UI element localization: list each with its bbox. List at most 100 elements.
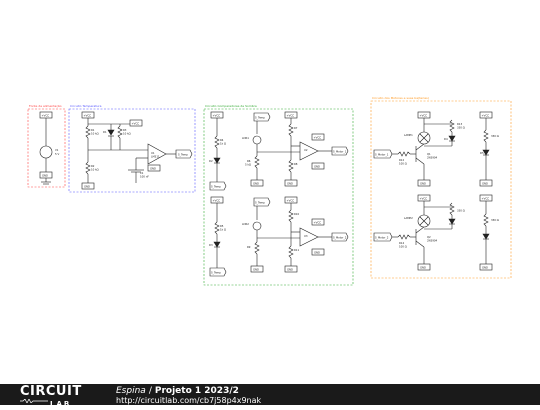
light-section-box [203, 108, 354, 286]
motor-r-led-1-value: 330 Ω [491, 134, 499, 138]
light-r6-pot [254, 155, 260, 169]
light-gnd-label-2: GND [287, 182, 293, 186]
v1-label: V1 [55, 148, 59, 152]
q1-label: Q1 [427, 152, 431, 156]
q2-label: Q2 [427, 235, 431, 239]
r9-label: R9 [247, 245, 251, 249]
temp-gnd-tag-2 [147, 164, 161, 172]
light-vcc-label-2: +VCC [287, 114, 295, 118]
temp-vcc-label: +VCC [84, 114, 92, 118]
light-gnd-tag-4 [250, 265, 264, 273]
footer-bar: CIRCUIT LAB Espina/Projeto 1 2023/2 http… [0, 384, 540, 408]
light-r9-pot [254, 241, 260, 255]
temp-section-title: Circuito Temperatura [70, 104, 102, 108]
q1-type: 2N3904 [427, 156, 438, 160]
r3-value: 10 kΩ [123, 132, 131, 136]
light-vcc-label-4: +VCC [213, 199, 221, 203]
d4-label: D4 [444, 137, 448, 141]
r14-label: R14 [399, 241, 404, 245]
temp-section-box [68, 108, 196, 193]
light-gnd-label-6: GND [314, 251, 320, 255]
light-r5-resistor [214, 221, 220, 235]
light-stemp-label-1: S_Temp [211, 185, 221, 189]
u3-label: U3 [304, 234, 308, 238]
r11-label: R11 [294, 248, 299, 252]
light-vcc-label-5: +VCC [287, 199, 295, 203]
motor-r12-resistor [397, 151, 411, 157]
power-gnd-label: GND [42, 174, 48, 178]
light-section-title: Circuito Comparadores de Sombra [205, 104, 257, 108]
motor-smotor2-label: S_Motor_2 [375, 236, 389, 240]
light-vcc-label-6: +VCC [314, 221, 322, 225]
light-stemp-tag-3 [209, 267, 227, 277]
voltage-source-v1 [39, 145, 53, 159]
motor-gnd-tag-3 [417, 263, 431, 271]
u2-label: U2 [304, 148, 308, 152]
d5-label: D5 [480, 151, 484, 155]
logo-lab-text: LAB [50, 400, 72, 408]
r5-label: R5 [220, 224, 224, 228]
temp-vcc-label-2: +VCC [132, 122, 140, 126]
c1-label: C1 [140, 171, 144, 175]
light-stemp-label-3: S_Temp [211, 271, 221, 275]
v1-value: 5 V [55, 152, 59, 156]
motor-gnd-label-4: GND [482, 266, 488, 270]
r1-label: R1 [91, 128, 95, 132]
r8-label: R8 [294, 162, 298, 166]
d1-label: D1 [103, 130, 107, 134]
light-motor1-tag [331, 146, 349, 156]
motor-smotor2-tag [373, 232, 393, 242]
temp-r3-resistor [117, 125, 123, 139]
motor-vcc-label-2: +VCC [482, 114, 490, 118]
light-gnd-label-3: GND [314, 165, 320, 169]
temp-r2-resistor [85, 161, 91, 175]
motor-gnd-tag-2 [479, 179, 493, 187]
light-r7-resistor [288, 123, 294, 137]
light-gnd-tag-6 [311, 248, 325, 256]
motor-vcc-label-3: +VCC [420, 197, 428, 201]
light-gnd-tag-5 [284, 265, 298, 273]
light-gnd-label-4: GND [253, 268, 259, 272]
r6-label: R6 [247, 159, 251, 163]
r13-value: 330 Ω [457, 126, 465, 130]
motor-r15-resistor [449, 202, 455, 216]
comparator-u3 [299, 227, 319, 247]
logo-wave-icon [20, 399, 48, 403]
comparator-u1 [147, 143, 167, 165]
motor-d6-led [448, 218, 456, 225]
light-d2-led [213, 157, 221, 164]
r14-value: 100 Ω [399, 245, 407, 249]
r6-value: 5 kΩ [245, 163, 251, 167]
light-stemp-tag-1 [209, 181, 227, 191]
lamp1-label: LAMP1 [404, 133, 413, 137]
motor-section-box [370, 100, 512, 279]
motor-d7-led [482, 233, 490, 240]
c1-value: 100 nF [140, 175, 149, 179]
motor-vcc-label-4: +VCC [482, 197, 490, 201]
temp-gnd-label-2: GND [150, 167, 156, 171]
footer-url-link[interactable]: http://circuitlab.com/cb7j58p4x9nak [116, 396, 262, 405]
footer-title: Espina/Projeto 1 2023/2 [116, 386, 239, 396]
motor-r-led-2 [483, 213, 489, 227]
temp-gnd-label-1: GND [84, 185, 90, 189]
light-gnd-tag-2 [284, 179, 298, 187]
footer-author-link[interactable]: Espina [116, 386, 146, 396]
light-gnd-tag-1 [250, 179, 264, 187]
r4-value: 1k Ω [220, 142, 226, 146]
light-motor2-tag [331, 232, 349, 242]
schematic-canvas: Fonte de alimentação Circuito Temperatur… [27, 96, 512, 286]
u1-label: U1 [151, 151, 155, 155]
r1-value: 10 kΩ [91, 132, 99, 136]
light-gnd-tag-3 [311, 162, 325, 170]
light-d3-led [213, 241, 221, 248]
r7-label: R7 [294, 126, 298, 130]
motor-d4-led [448, 135, 456, 142]
light-gnd-label-5: GND [287, 268, 293, 272]
motor-r13-resistor [449, 119, 455, 133]
ldr1-sensor [252, 135, 262, 145]
motor-smotor1-label: S_Motor_1 [375, 153, 389, 157]
power-section-title: Fonte de alimentação [29, 104, 62, 108]
temp-vcc-tag-2 [129, 119, 143, 127]
q2-type: 2N3904 [427, 239, 438, 243]
motor-smotor1-tag [373, 149, 393, 159]
